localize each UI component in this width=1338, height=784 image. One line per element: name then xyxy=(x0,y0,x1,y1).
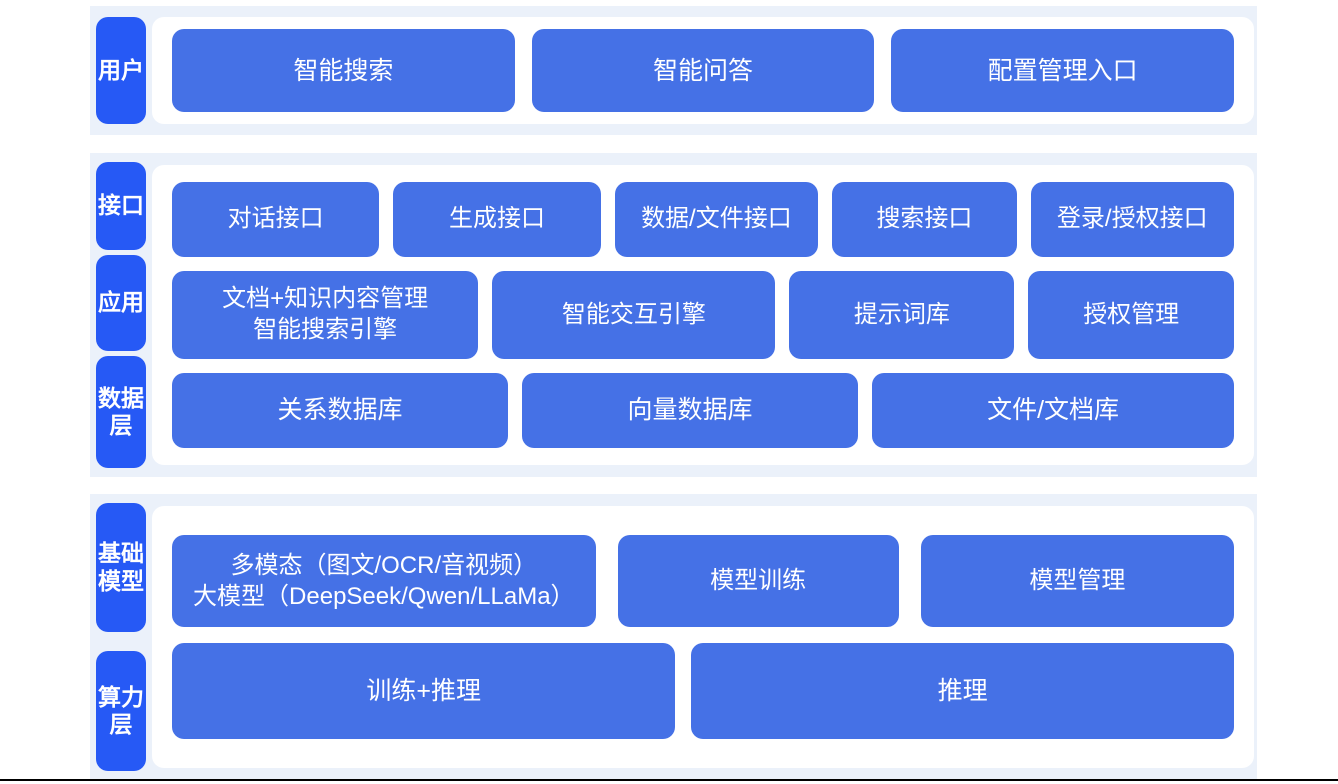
card-user-layer: 智能搜索 智能问答 配置管理入口 xyxy=(152,17,1254,124)
row-model-modules: 多模态（图文/OCR/音视频） 大模型（DeepSeek/Qwen/LLaMa）… xyxy=(172,535,1234,627)
block-prompt-library[interactable]: 提示词库 xyxy=(789,271,1015,359)
row-data-stores: 关系数据库 向量数据库 文件/文档库 xyxy=(172,372,1235,448)
section-user-layer: 用户 智能搜索 智能问答 配置管理入口 xyxy=(90,6,1257,135)
block-config-management-entry[interactable]: 配置管理入口 xyxy=(891,29,1235,112)
block-inference[interactable]: 推理 xyxy=(691,643,1234,739)
layer-rail-user: 用户 xyxy=(90,17,152,124)
row-compute-modules: 训练+推理 推理 xyxy=(172,643,1234,739)
row-user-entries: 智能搜索 智能问答 配置管理入口 xyxy=(172,29,1235,112)
layer-badge-foundation-model[interactable]: 基础模型 xyxy=(96,503,146,632)
block-model-training[interactable]: 模型训练 xyxy=(617,535,899,627)
block-file-document-store[interactable]: 文件/文档库 xyxy=(872,372,1235,448)
layer-badge-interface[interactable]: 接口 xyxy=(96,162,146,250)
block-model-management[interactable]: 模型管理 xyxy=(920,535,1234,627)
block-dialog-api[interactable]: 对话接口 xyxy=(172,182,380,258)
block-generation-api[interactable]: 生成接口 xyxy=(393,182,601,258)
block-doc-knowledge-search[interactable]: 文档+知识内容管理 智能搜索引擎 xyxy=(172,271,479,359)
block-smart-interaction-engine[interactable]: 智能交互引擎 xyxy=(492,271,776,359)
layer-badge-data[interactable]: 数据层 xyxy=(96,356,146,468)
block-multimodal-llm[interactable]: 多模态（图文/OCR/音视频） 大模型（DeepSeek/Qwen/LLaMa） xyxy=(172,535,596,627)
block-vector-database[interactable]: 向量数据库 xyxy=(522,372,859,448)
section-base-layers: 基础模型 算力层 多模态（图文/OCR/音视频） 大模型（DeepSeek/Qw… xyxy=(90,494,1257,780)
block-search-api[interactable]: 搜索接口 xyxy=(832,182,1017,258)
block-authorization-management[interactable]: 授权管理 xyxy=(1028,271,1234,359)
row-interface-apis: 对话接口 生成接口 数据/文件接口 搜索接口 登录/授权接口 xyxy=(172,182,1234,258)
block-data-file-api[interactable]: 数据/文件接口 xyxy=(614,182,819,258)
page-bottom-rule xyxy=(0,779,1338,781)
layer-rail-middle: 接口 应用 数据层 xyxy=(90,153,152,477)
layer-rail-base: 基础模型 算力层 xyxy=(90,494,152,780)
layer-badge-user[interactable]: 用户 xyxy=(96,17,146,124)
section-middle-layers: 接口 应用 数据层 对话接口 生成接口 数据/文件接口 搜索接口 登录/授权接口… xyxy=(90,153,1257,477)
layer-badge-compute-power[interactable]: 算力层 xyxy=(96,651,146,771)
card-base-layers: 多模态（图文/OCR/音视频） 大模型（DeepSeek/Qwen/LLaMa）… xyxy=(152,506,1254,768)
block-relational-database[interactable]: 关系数据库 xyxy=(172,372,509,448)
card-middle-layers: 对话接口 生成接口 数据/文件接口 搜索接口 登录/授权接口 文档+知识内容管理… xyxy=(152,165,1254,465)
row-application-modules: 文档+知识内容管理 智能搜索引擎 智能交互引擎 提示词库 授权管理 xyxy=(172,271,1234,359)
block-smart-qa[interactable]: 智能问答 xyxy=(531,29,875,112)
block-smart-search[interactable]: 智能搜索 xyxy=(172,29,515,112)
block-login-auth-api[interactable]: 登录/授权接口 xyxy=(1030,182,1234,258)
block-train-and-infer[interactable]: 训练+推理 xyxy=(172,643,676,739)
layer-badge-application[interactable]: 应用 xyxy=(96,255,146,351)
